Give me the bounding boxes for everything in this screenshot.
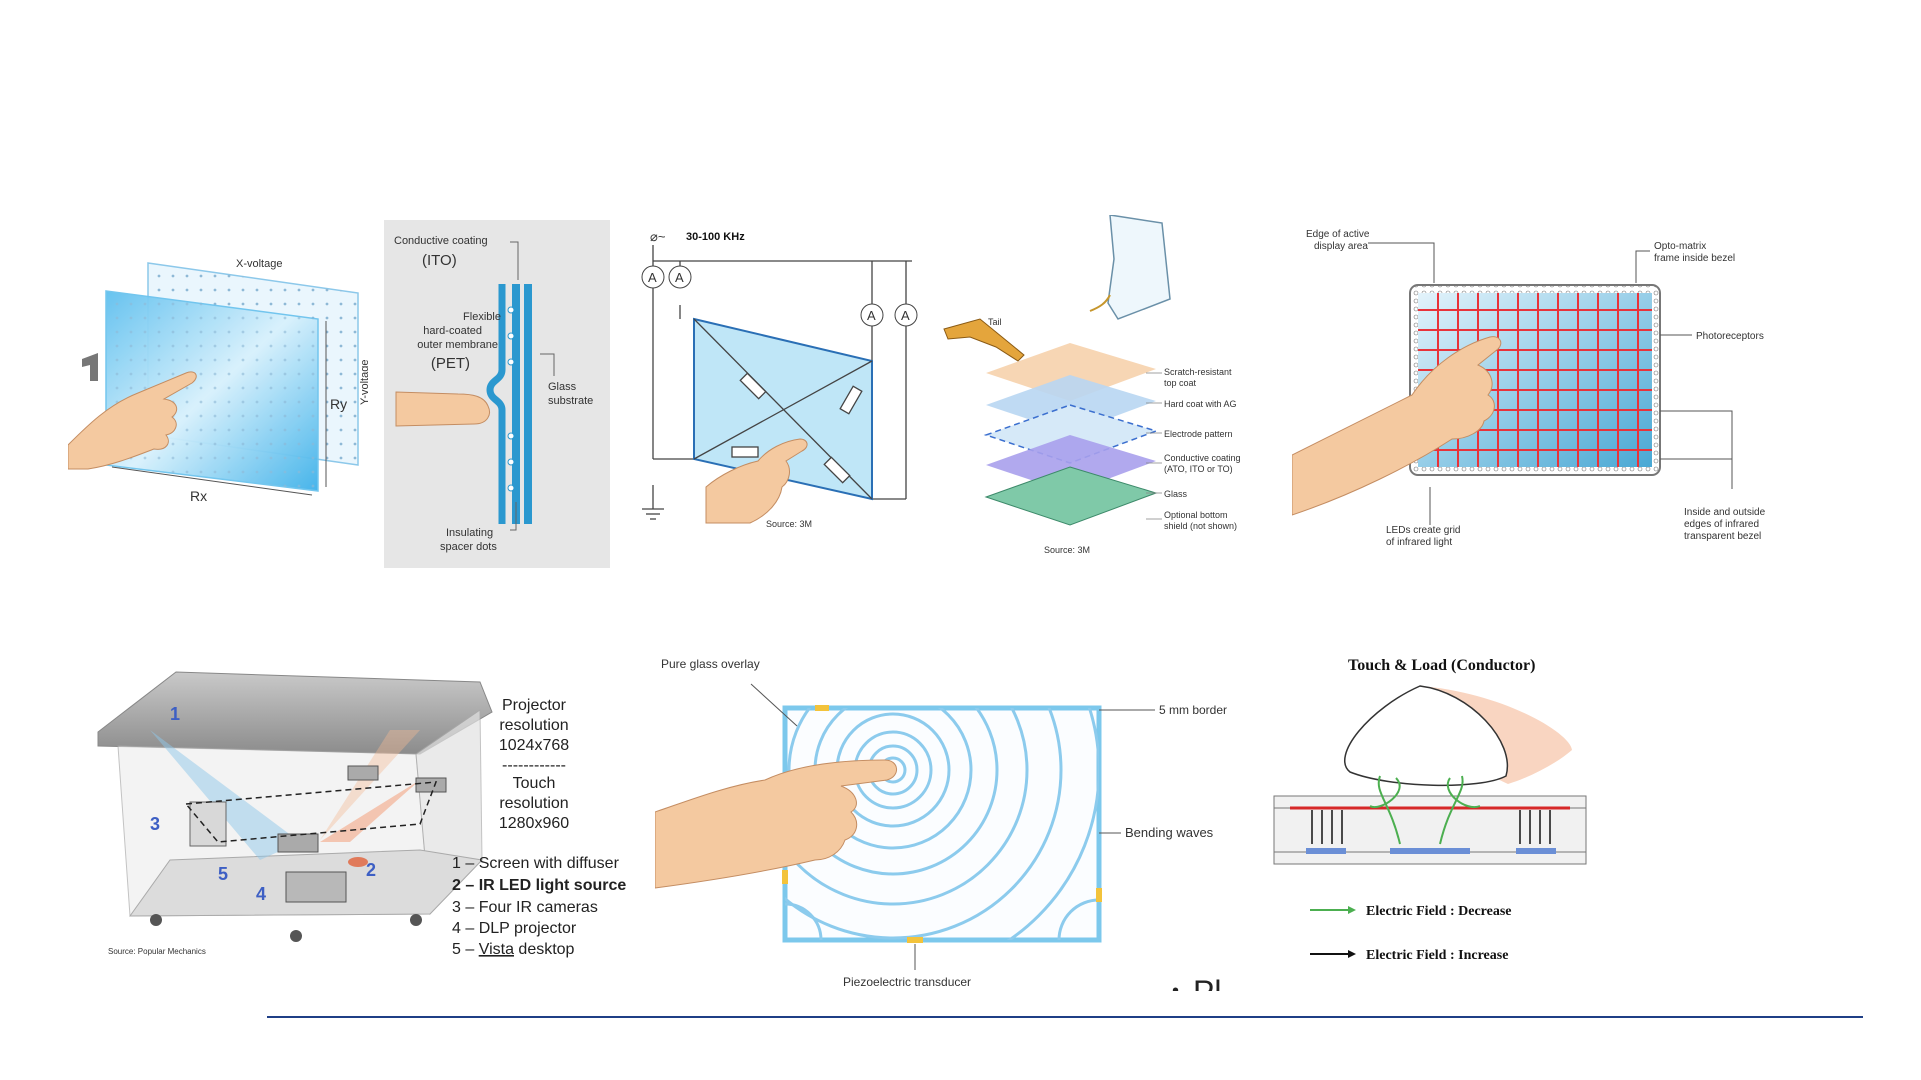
svg-text:frame inside bezel: frame inside bezel <box>1654 253 1735 264</box>
svg-text:1024x768: 1024x768 <box>499 737 569 754</box>
scratch-resistant-label: Scratch-resistant <box>1164 367 1232 377</box>
surface-table-diagram: 1 2 3 4 5 Projector resolution 1024x768 … <box>90 670 650 975</box>
piezo-label: Piezoelectric transducer <box>843 975 971 989</box>
hand <box>68 371 197 470</box>
border-label: 5 mm border <box>1159 703 1227 717</box>
legend-item-4: 4 – DLP projector <box>452 920 577 937</box>
bezel-edges-label: Inside and outside <box>1684 507 1766 518</box>
touch-load-diagram: Touch & Load (Conductor) Electric Field … <box>1270 652 1600 972</box>
svg-text:of infrared light: of infrared light <box>1386 537 1452 548</box>
svg-text:transparent bezel: transparent bezel <box>1684 531 1761 542</box>
svg-text:spacer dots: spacer dots <box>440 541 497 553</box>
x-voltage-label: X-voltage <box>236 258 282 270</box>
resistive-touch-diagram: X-voltage Y-voltage Rx Ry <box>68 255 368 515</box>
optional-shield-label: Optional bottom <box>1164 510 1228 520</box>
svg-text:1280x960: 1280x960 <box>499 815 569 832</box>
source-3m-label: Source: 3M <box>1044 545 1090 555</box>
num-1: 1 <box>170 704 180 724</box>
overlay-label: Pure glass overlay <box>661 657 760 671</box>
svg-text:resolution: resolution <box>499 795 568 812</box>
legend-item-3: 3 – Four IR cameras <box>452 899 598 916</box>
legend-item-1: 1 – Screen with diffuser <box>452 855 620 872</box>
svg-text:shield (not shown): shield (not shown) <box>1164 521 1237 531</box>
ammeter-3: A <box>867 308 876 323</box>
ammeter-2: A <box>675 270 684 285</box>
svg-text:edges of infrared: edges of infrared <box>1684 519 1759 530</box>
insulating-dots-label: Insulating <box>446 527 493 539</box>
tail <box>943 318 1025 362</box>
num-2: 2 <box>366 860 376 880</box>
bullet-text-fragment: •Pl <box>1172 973 1232 991</box>
svg-text:hard-coated: hard-coated <box>423 325 482 337</box>
frequency-label: 30-100 KHz <box>686 231 745 243</box>
flexible-membrane-label: Flexible <box>463 311 501 323</box>
svg-text:Tail: Tail <box>988 317 1002 327</box>
ry-label: Ry <box>330 396 347 412</box>
hand <box>1292 336 1502 516</box>
ammeter-1: A <box>648 270 657 285</box>
bullet-dot: • <box>1172 980 1180 991</box>
resistive-cross-section: Conductive coating (ITO) Flexible hard-c… <box>384 220 610 568</box>
svg-text:substrate: substrate <box>548 395 593 407</box>
hand <box>705 438 808 524</box>
svg-text:outer membrane: outer membrane <box>417 339 498 351</box>
source-3m-label: Source: 3M <box>766 519 812 529</box>
electrode-pattern-label: Electrode pattern <box>1164 429 1233 439</box>
svg-text:display area: display area <box>1314 241 1368 252</box>
glass-substrate-label: Glass <box>548 381 577 393</box>
hand <box>655 759 897 889</box>
acoustic-wave-diagram: Pure glass overlay 5 mm border Bending w… <box>655 656 1255 991</box>
increase-label: Electric Field : Increase <box>1366 948 1508 963</box>
table-top <box>97 671 493 755</box>
photoreceptors-label: Photoreceptors <box>1696 331 1764 342</box>
leds-grid-label: LEDs create grid <box>1386 525 1460 536</box>
conductive-coating-label: Conductive coating <box>394 235 488 247</box>
ammeter-group: A A A A <box>641 265 918 327</box>
svg-text:------------: ------------ <box>502 757 566 774</box>
finger-shape <box>1344 685 1509 787</box>
svg-text:(ITO): (ITO) <box>422 252 457 269</box>
rx-label: Rx <box>190 488 207 504</box>
num-5: 5 <box>218 864 228 884</box>
legend-item-2: 2 – IR LED light source <box>452 877 626 894</box>
conductive-coating-label: Conductive coating <box>1164 453 1240 463</box>
opto-matrix-label: Opto-matrix <box>1654 241 1706 252</box>
touch-load-title: Touch & Load (Conductor) <box>1348 657 1535 674</box>
ammeter-4: A <box>901 308 910 323</box>
y-voltage-label: Y-voltage <box>359 360 368 405</box>
small-panel <box>1107 215 1171 320</box>
decrease-label: Electric Field : Decrease <box>1366 904 1512 919</box>
edge-active-label: Edge of active <box>1306 229 1370 240</box>
bending-waves-label: Bending waves <box>1125 825 1214 840</box>
ac-symbol: ⌀~ <box>650 229 666 244</box>
capacitive-circuit-diagram: ⌀~ 30-100 KHz <box>640 225 920 535</box>
projector-resolution-label: Projector <box>502 697 567 714</box>
footer-rule <box>267 1016 1863 1018</box>
num-4: 4 <box>256 884 266 904</box>
svg-text:top coat: top coat <box>1164 378 1197 388</box>
touch-resolution-label: Touch <box>513 775 556 792</box>
capacitive-layers-diagram: Tail Scratch-resistant top coat Hard coa… <box>940 215 1240 560</box>
svg-text:(PET): (PET) <box>431 355 470 372</box>
hard-coat-label: Hard coat with AG <box>1164 399 1237 409</box>
svg-text:resolution: resolution <box>499 717 568 734</box>
glass-label: Glass <box>1164 489 1188 499</box>
num-3: 3 <box>150 814 160 834</box>
source-label: Source: Popular Mechanics <box>108 947 206 956</box>
legend-item-5: 5 – Vista desktop <box>452 941 575 958</box>
infrared-grid-diagram: Edge of active display area Opto-matrix … <box>1292 225 1782 555</box>
finger <box>395 391 490 427</box>
svg-text:(ATO, ITO or TO): (ATO, ITO or TO) <box>1164 464 1233 474</box>
